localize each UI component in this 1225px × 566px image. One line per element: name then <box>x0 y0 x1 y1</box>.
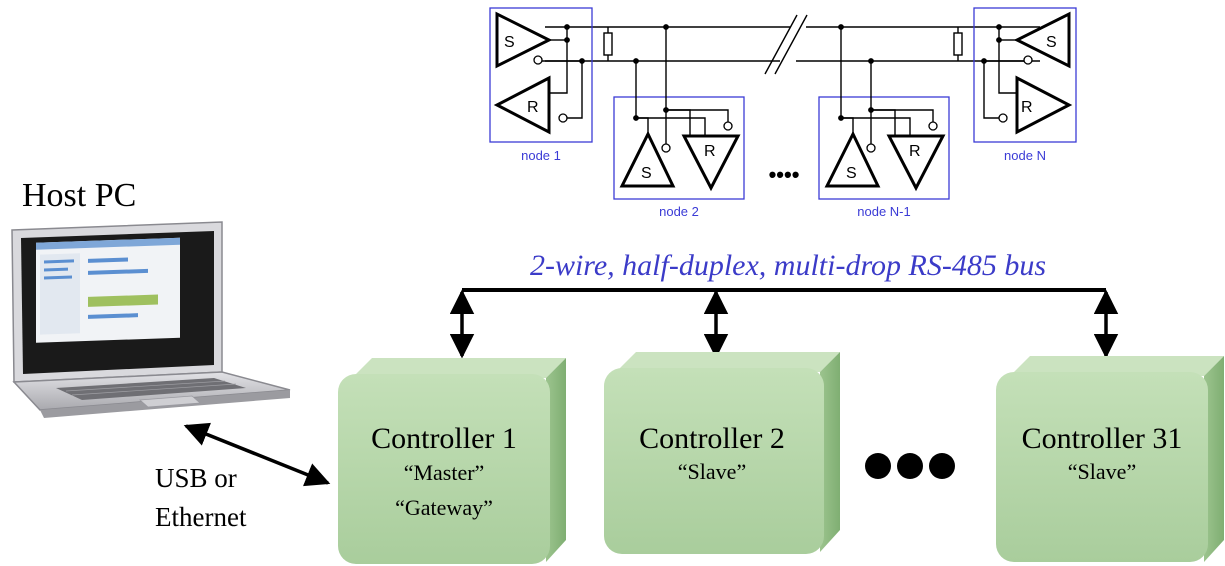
node-n-minus-1-label: node N-1 <box>857 204 910 219</box>
receiver-triangle <box>493 75 551 135</box>
sender-triangle <box>619 130 676 188</box>
controller-1-name: Controller 1 <box>371 422 517 455</box>
node-n-box <box>973 7 1077 143</box>
termination-resistor-left <box>603 32 613 56</box>
controller-2: Controller 2 “Slave” <box>604 352 840 554</box>
connection-label-line2: Ethernet <box>155 502 247 532</box>
sender-letter: S <box>641 165 652 182</box>
receiver-triangle <box>1015 75 1073 135</box>
host-pc-label: Host PC <box>22 177 136 214</box>
receiver-triangle <box>886 134 946 192</box>
node-1: S R node 1 <box>489 7 593 163</box>
node-1-label: node 1 <box>521 148 561 163</box>
node-n: S R node N <box>973 7 1077 163</box>
bus-label: 2-wire, half-duplex, multi-drop RS-485 b… <box>530 249 1046 282</box>
controllers-ellipsis <box>865 453 955 479</box>
receiver-triangle <box>681 134 741 192</box>
node-2-label: node 2 <box>659 204 699 219</box>
controller-1-role-primary: “Master” <box>404 460 485 485</box>
nodes-ellipsis: •••• <box>769 162 800 187</box>
node-2-box <box>613 96 745 200</box>
controller-31-role: “Slave” <box>1068 459 1136 484</box>
node-1-box <box>489 7 593 143</box>
laptop-icon <box>11 221 291 418</box>
bus-break-marks <box>764 14 808 75</box>
sender-letter: S <box>504 34 515 51</box>
node-n-minus-1: S R node N-1 <box>818 24 950 219</box>
sender-triangle <box>495 11 553 69</box>
sender-triangle <box>1013 11 1071 69</box>
receiver-letter: R <box>527 99 539 116</box>
node-n-minus-1-box <box>818 96 950 200</box>
host-link-arrow <box>183 422 331 487</box>
sender-letter: S <box>846 165 857 182</box>
sender-letter: S <box>1046 34 1057 51</box>
sender-triangle <box>824 130 881 188</box>
controller-1-role-secondary: “Gateway” <box>395 495 493 520</box>
controller-31: Controller 31 “Slave” <box>996 356 1224 562</box>
controller-1: Controller 1 “Master” “Gateway” <box>338 358 566 564</box>
rs485-schematic: S R node 1 S R <box>489 7 1077 219</box>
controller-2-name: Controller 2 <box>639 422 785 455</box>
receiver-letter: R <box>1021 99 1033 116</box>
connection-label-line1: USB or <box>155 463 237 493</box>
receiver-letter: R <box>909 143 921 160</box>
controller-2-role: “Slave” <box>678 459 746 484</box>
node-2: S R node 2 <box>613 24 745 219</box>
node-n-label: node N <box>1004 148 1046 163</box>
controller-31-name: Controller 31 <box>1022 422 1183 455</box>
termination-resistor-right <box>953 32 963 56</box>
receiver-letter: R <box>704 143 716 160</box>
